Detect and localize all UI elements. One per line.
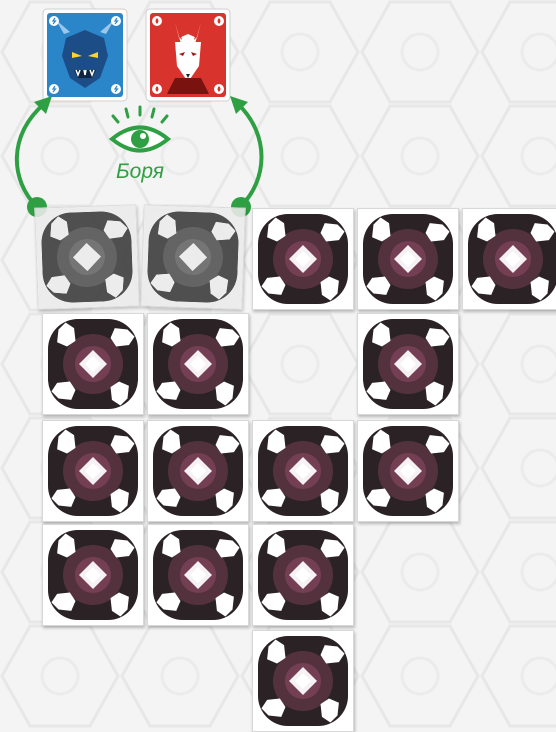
face-down-card[interactable] (252, 524, 354, 626)
face-down-card[interactable] (147, 313, 249, 415)
face-down-card[interactable] (42, 313, 144, 415)
peek-player-name: Боря (104, 160, 176, 184)
face-down-card[interactable] (462, 208, 556, 310)
blue-dragon-character-card[interactable] (42, 8, 128, 102)
face-down-card[interactable] (357, 313, 459, 415)
face-down-card[interactable] (252, 630, 354, 732)
face-down-card[interactable] (147, 524, 249, 626)
face-down-card[interactable] (42, 420, 144, 522)
revealed-card-back[interactable] (140, 204, 245, 309)
face-down-card[interactable] (357, 420, 459, 522)
red-fox-character-card[interactable] (145, 8, 231, 102)
face-down-card[interactable] (42, 524, 144, 626)
face-down-card[interactable] (357, 208, 459, 310)
revealed-card-back[interactable] (34, 204, 139, 309)
face-down-card[interactable] (147, 420, 249, 522)
face-down-card[interactable] (252, 208, 354, 310)
face-down-card[interactable] (252, 420, 354, 522)
